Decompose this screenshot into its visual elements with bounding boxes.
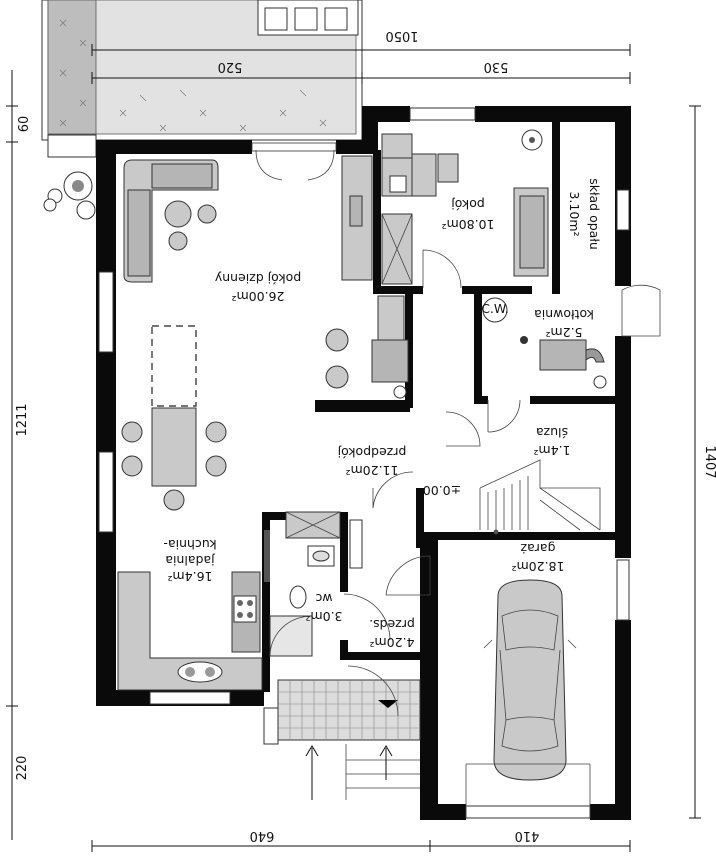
- plant-icon: [521, 129, 543, 151]
- doors: [251, 142, 661, 641]
- svg-text:220: 220: [15, 756, 30, 781]
- room-wc: wc 3.0m²: [305, 591, 342, 624]
- svg-text:3.10m²: 3.10m²: [567, 191, 582, 236]
- dim-top-total: 1050: [385, 28, 418, 43]
- coffee-table: [164, 200, 217, 251]
- svg-text:±0.00: ±0.00: [423, 483, 461, 498]
- svg-text:1211: 1211: [15, 403, 30, 436]
- room-garaz: garaż 18.20m²: [512, 541, 565, 574]
- fireplace: [371, 295, 409, 399]
- entrance-tiles: [263, 665, 421, 800]
- room-pokoj: pokój 10.80m²: [442, 197, 495, 232]
- svg-text:530: 530: [484, 59, 509, 74]
- svg-text:śluza: śluza: [536, 425, 568, 440]
- svg-text:kuchnia-: kuchnia-: [163, 537, 216, 552]
- boiler-room-equipment: C.W.: [481, 297, 607, 389]
- svg-text:skład opału: skład opału: [587, 178, 602, 250]
- dim-bottom-410: 410: [515, 828, 540, 843]
- svg-text:garaż: garaż: [520, 541, 555, 556]
- svg-text:wc: wc: [315, 591, 332, 606]
- svg-text:przedpokój: przedpokój: [338, 445, 407, 460]
- room-przeds: przeds. 4.20m²: [369, 617, 415, 650]
- dim-left-220: 220: [15, 756, 30, 781]
- dim-left-60: 60: [17, 116, 32, 133]
- kitchen-counter: [117, 530, 270, 691]
- svg-text:jadalnia: jadalnia: [165, 553, 215, 568]
- svg-text:5.2m²: 5.2m²: [545, 325, 582, 340]
- svg-text:przeds.: przeds.: [369, 617, 415, 632]
- svg-text:4.20m²: 4.20m²: [369, 635, 414, 650]
- svg-text:1050: 1050: [385, 28, 418, 43]
- windows: [98, 107, 630, 819]
- armchairs: [325, 328, 349, 389]
- room-pokoj-dzienny: pokój dzienny 26.00m²: [214, 271, 301, 304]
- level-mark: ±0.00: [423, 483, 461, 498]
- svg-text:520: 520: [218, 59, 243, 74]
- svg-text:C.W.: C.W.: [481, 301, 509, 316]
- svg-text:640: 640: [250, 828, 275, 843]
- dim-right-1407: 1407: [702, 445, 716, 478]
- dimension-lines: [6, 44, 701, 852]
- svg-text:1.4m²: 1.4m²: [533, 443, 570, 458]
- terrace: [41, 0, 363, 158]
- dim-top-left: 520: [218, 59, 243, 74]
- tv-cabinet: [341, 155, 373, 281]
- dining-table: [121, 325, 227, 511]
- dim-top-right: 530: [484, 59, 509, 74]
- room-sluza: śluza 1.4m²: [533, 425, 570, 458]
- svg-text:18.20m²: 18.20m²: [512, 559, 565, 574]
- svg-text:60: 60: [17, 116, 32, 133]
- svg-text:410: 410: [515, 828, 540, 843]
- room-sklad: skład opału 3.10m²: [567, 178, 602, 250]
- svg-text:11.20m²: 11.20m²: [346, 463, 399, 478]
- svg-text:kotłownia: kotłownia: [534, 307, 594, 322]
- room-przedpokoj: przedpokój 11.20m²: [338, 445, 407, 478]
- inner-walls: [262, 122, 622, 692]
- svg-text:pokój dzienny: pokój dzienny: [214, 271, 301, 286]
- room-kuchnia: kuchnia- jadalnia 16.4m²: [163, 537, 216, 584]
- svg-text:1407: 1407: [702, 445, 716, 478]
- room-kotlownia: kotłownia 5.2m²: [534, 307, 594, 340]
- dim-left-1211: 1211: [15, 403, 30, 436]
- sofa: [123, 159, 219, 283]
- svg-text:16.4m²: 16.4m²: [167, 569, 212, 584]
- stairs: [479, 459, 601, 535]
- plant-icon: [43, 171, 96, 220]
- svg-text:10.80m²: 10.80m²: [442, 217, 495, 232]
- bedroom-furniture: [381, 129, 549, 285]
- wc-fixtures: [269, 511, 363, 657]
- svg-text:pokój: pokój: [451, 197, 485, 212]
- dim-bottom-640: 640: [250, 828, 275, 843]
- svg-text:26.00m²: 26.00m²: [232, 289, 285, 304]
- svg-text:3.0m²: 3.0m²: [305, 609, 342, 624]
- car-icon: [465, 579, 591, 818]
